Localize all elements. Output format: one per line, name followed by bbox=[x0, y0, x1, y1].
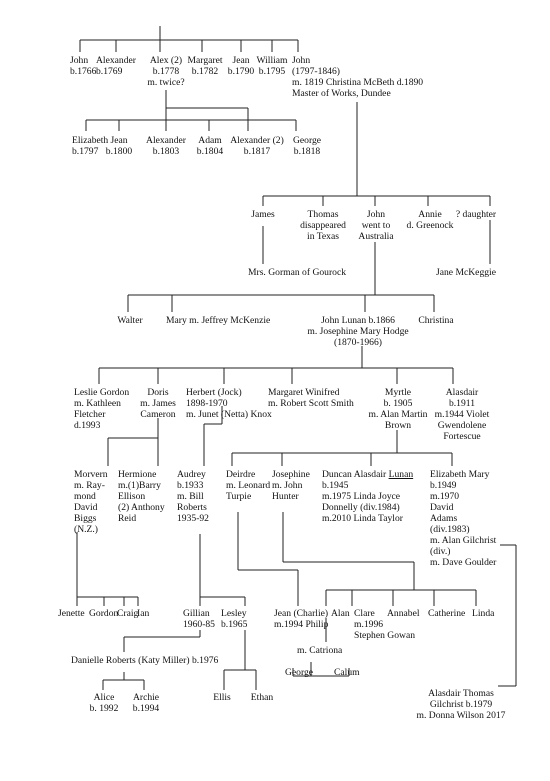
person-jean-charlie: Jean (Charlie)m.1994 Philip bbox=[274, 608, 329, 630]
person-calum: Calum bbox=[334, 667, 360, 678]
person-danielle-roberts: Danielle Roberts (Katy Miller) b.1976 bbox=[71, 655, 219, 666]
person-walter: Walter bbox=[117, 315, 143, 326]
person-catherine: Catherine bbox=[428, 608, 466, 619]
person-james: James bbox=[251, 209, 275, 220]
person-jane-mckeggie: Jane McKeggie bbox=[436, 267, 496, 278]
person-craig: Craig bbox=[117, 608, 139, 619]
person-alan: Alan bbox=[331, 608, 350, 619]
person-alexander-2-1817: Alexander (2)b.1817 bbox=[230, 135, 284, 157]
person-annabel: Annabel bbox=[387, 608, 420, 619]
person-mrs-gorman-of-gourock: Mrs. Gorman of Gourock bbox=[247, 267, 347, 278]
person-john-1797: John(1797-1846)m. 1819 Christina McBeth … bbox=[292, 55, 424, 99]
person-unknown-daughter: ? daughter bbox=[455, 209, 497, 220]
person-jenette: Jenette bbox=[58, 608, 85, 619]
person-george: George bbox=[285, 667, 314, 678]
person-christina: Christina bbox=[418, 315, 454, 326]
person-ethan: Ethan bbox=[250, 692, 274, 703]
person-ellis: Ellis bbox=[213, 692, 231, 703]
person-gordon: Gordon bbox=[89, 608, 119, 619]
spouse-catriona: m. Catriona bbox=[297, 645, 343, 656]
person-linda: Linda bbox=[472, 608, 495, 619]
person-ian: Ian bbox=[137, 608, 150, 619]
person-mary-mckenzie: Mary m. Jeffrey McKenzie bbox=[166, 315, 271, 326]
